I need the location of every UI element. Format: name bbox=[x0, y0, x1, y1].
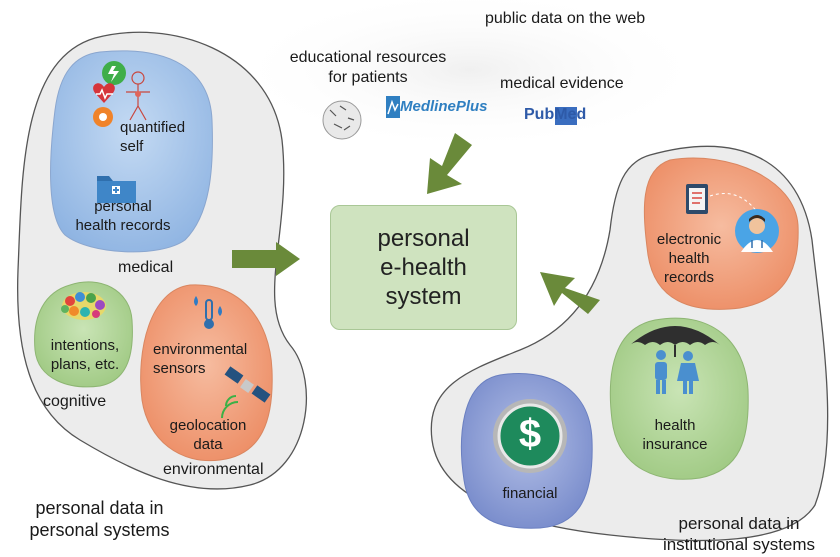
ehr-region bbox=[643, 157, 799, 310]
public-web-backdrop bbox=[250, 0, 690, 145]
quantified-line1: quantified bbox=[120, 119, 186, 136]
sensors-line2: sensors bbox=[153, 360, 206, 377]
ehr-line1: electronic bbox=[656, 231, 722, 248]
cognitive-line2: plans, etc. bbox=[50, 356, 120, 373]
educational-resources-label: educational resources for patients bbox=[285, 48, 451, 88]
financial-label: financial bbox=[502, 485, 558, 502]
environmental-group-label: environmental bbox=[163, 461, 264, 478]
geolocation-data-label: geolocation data bbox=[158, 416, 258, 454]
cognitive-line1: intentions, bbox=[50, 337, 120, 354]
cognitive-group-label: cognitive bbox=[43, 393, 107, 410]
pubmed-logo-icon bbox=[555, 107, 577, 125]
umbrella-family-icon bbox=[630, 326, 720, 394]
thermometer-icon bbox=[194, 296, 222, 329]
phr-line2: health records bbox=[75, 217, 171, 234]
personal-caption-line2: personal systems bbox=[29, 520, 170, 540]
core-line1: personal bbox=[377, 225, 470, 252]
quantified-line2: self bbox=[120, 138, 144, 155]
educational-resources-line2: for patients bbox=[328, 69, 408, 86]
folder-icon bbox=[97, 176, 136, 203]
medlineplus-logo-icon bbox=[386, 96, 400, 118]
personal-caption-line1: personal data in bbox=[35, 498, 164, 518]
personal-ehealth-system-box: personal e-health system bbox=[330, 205, 517, 330]
quantified-self-label: quantified self bbox=[120, 118, 185, 156]
geo-line2: data bbox=[193, 436, 223, 453]
personal-health-records-label: personal health records bbox=[68, 197, 178, 235]
sensors-line1: environmental bbox=[153, 341, 248, 358]
core-line2: e-health bbox=[380, 254, 467, 281]
environmental-sensors-label: environmental sensors bbox=[153, 340, 247, 378]
satellite-icon bbox=[221, 366, 271, 419]
cognitive-region bbox=[34, 281, 133, 388]
medical-region bbox=[50, 50, 213, 253]
phr-line1: personal bbox=[94, 198, 152, 215]
institutional-caption-line2: institutional systems bbox=[662, 535, 816, 554]
institutional-systems-caption: personal data in institutional systems bbox=[640, 513, 838, 555]
tablet-records-icon bbox=[686, 184, 761, 217]
quantified-self-icon bbox=[93, 61, 150, 127]
doctor-avatar-icon bbox=[735, 209, 779, 253]
geo-line1: geolocation bbox=[169, 417, 247, 434]
ehr-line2: health bbox=[668, 250, 710, 267]
ehr-label: electronic health records bbox=[648, 230, 730, 287]
arrow-from-public bbox=[427, 133, 472, 194]
wikipedia-logo-icon bbox=[322, 100, 362, 140]
ehr-line3: records bbox=[663, 269, 715, 286]
insurance-region bbox=[609, 317, 749, 480]
apps-cloud-icon bbox=[61, 292, 106, 320]
health-insurance-label: health insurance bbox=[630, 416, 720, 454]
insurance-line2: insurance bbox=[642, 436, 708, 453]
medlineplus-logo-text: MedlinePlus bbox=[400, 98, 488, 115]
personal-systems-caption: personal data in personal systems bbox=[12, 497, 187, 541]
medical-group-label: medical bbox=[118, 259, 174, 276]
institutional-caption-line1: personal data in bbox=[678, 514, 800, 533]
dollar-symbol: $ bbox=[518, 412, 542, 456]
insurance-line1: health bbox=[654, 417, 696, 434]
core-line3: system bbox=[385, 283, 462, 310]
medical-evidence-label: medical evidence bbox=[500, 75, 624, 92]
intentions-plans-label: intentions, plans, etc. bbox=[38, 336, 132, 374]
arrow-from-institutional bbox=[540, 272, 600, 314]
public-data-title: public data on the web bbox=[485, 10, 646, 27]
environmental-region bbox=[140, 284, 273, 462]
educational-resources-line1: educational resources bbox=[289, 49, 447, 66]
pubmed-logo-text: PubMed bbox=[524, 106, 587, 123]
arrow-from-personal bbox=[232, 242, 300, 276]
dollar-coin-icon bbox=[493, 399, 567, 473]
